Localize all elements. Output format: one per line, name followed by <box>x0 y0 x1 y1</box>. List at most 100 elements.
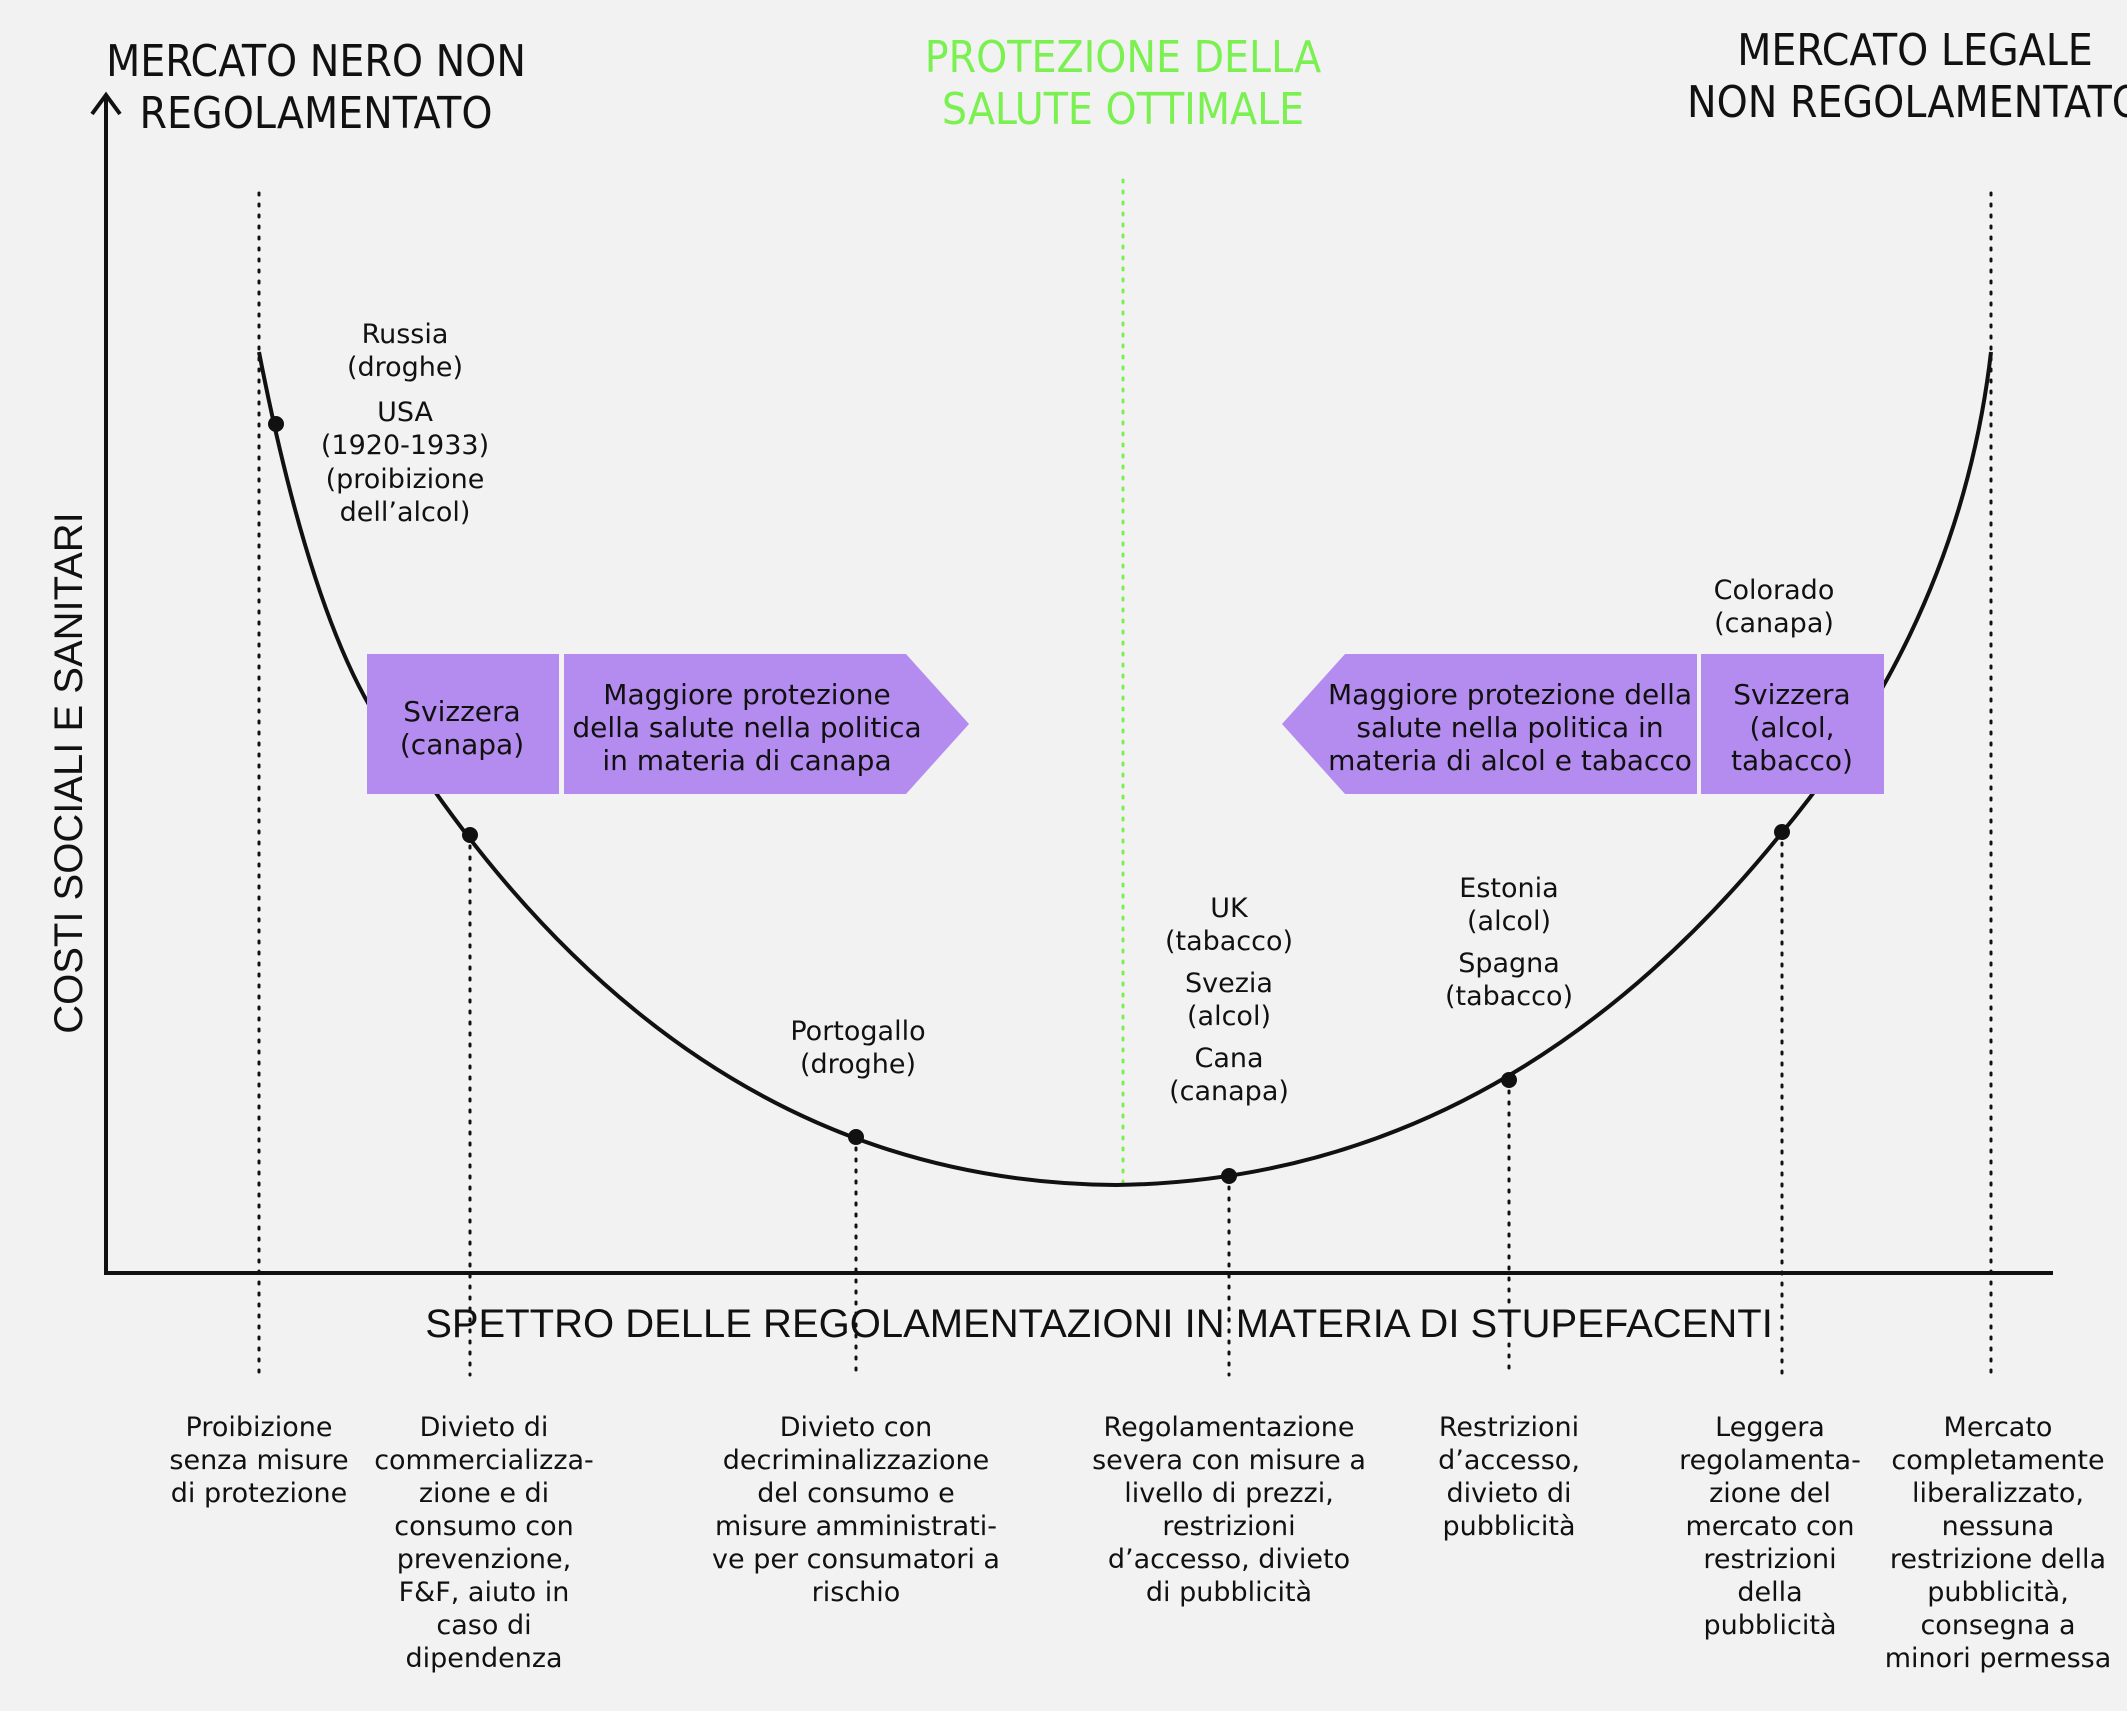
svg-text:zione e di: zione e di <box>419 1478 549 1509</box>
arrow-left-text-line-2: della salute nella politica <box>572 711 921 744</box>
policy-arrow-labels: Svizzera (canapa) Maggiore protezione de… <box>400 678 1853 777</box>
box-left-label-line-2: (canapa) <box>400 728 524 761</box>
label-russia: Russia <box>362 319 449 350</box>
label-portogallo: Portogallo <box>790 1016 925 1047</box>
label-cana-sub: (canapa) <box>1169 1076 1289 1107</box>
category-prohibition: Proibizione senza misure di protezione <box>169 1412 348 1509</box>
svg-text:dipendenza: dipendenza <box>405 1643 562 1674</box>
box-right-label-line-3: tabacco) <box>1731 744 1853 777</box>
svg-text:pubblicità: pubblicità <box>1703 1610 1836 1641</box>
svg-text:completamente: completamente <box>1891 1445 2104 1476</box>
svg-text:Divieto con: Divieto con <box>780 1412 933 1443</box>
label-spagna-sub: (tabacco) <box>1445 981 1573 1012</box>
label-usa: USA <box>377 397 433 428</box>
label-russia-sub: (droghe) <box>347 352 463 383</box>
svg-text:Mercato: Mercato <box>1944 1412 2053 1443</box>
svg-text:rischio: rischio <box>812 1577 901 1608</box>
point-estonia-spagna <box>1501 1072 1517 1088</box>
svg-text:Proibizione: Proibizione <box>186 1412 333 1443</box>
label-svezia: Svezia <box>1185 968 1273 999</box>
category-light-regulation: Leggera regolamenta- zione del mercato c… <box>1679 1412 1861 1641</box>
svg-text:commercializza-: commercializza- <box>374 1445 594 1476</box>
svg-text:consegna a: consegna a <box>1920 1610 2075 1641</box>
label-uk-sub: (tabacco) <box>1165 926 1293 957</box>
category-liberalized: Mercato completamente liberalizzato, nes… <box>1885 1412 2112 1674</box>
svg-text:F&F, aiuto in: F&F, aiuto in <box>399 1577 570 1608</box>
header-black-market-line-1: MERCATO NERO NON <box>106 36 526 87</box>
svg-text:pubblicità: pubblicità <box>1442 1511 1575 1542</box>
svg-text:d’accesso,: d’accesso, <box>1438 1445 1580 1476</box>
label-usa-prohibition: (proibizione <box>326 464 485 495</box>
box-right-label-line-1: Svizzera <box>1733 678 1850 711</box>
label-colorado: Colorado <box>1714 575 1835 606</box>
header-legal-market-line-2: NON REGOLAMENTATO <box>1687 77 2127 128</box>
svg-text:del consumo e: del consumo e <box>757 1478 955 1509</box>
arrow-left-text-line-3: in materia di canapa <box>602 744 891 777</box>
header-legal-market-line-1: MERCATO LEGALE <box>1737 25 2093 76</box>
label-colorado-sub: (canapa) <box>1714 608 1834 639</box>
svg-text:nessuna: nessuna <box>1942 1511 2055 1542</box>
svg-text:liberalizzato,: liberalizzato, <box>1912 1478 2084 1509</box>
header-black-market: MERCATO NERO NON REGOLAMENTATO <box>106 36 526 139</box>
header-optimal-health: PROTEZIONE DELLA SALUTE OTTIMALE <box>925 32 1321 135</box>
svg-text:zione del: zione del <box>1709 1478 1831 1509</box>
label-cana: Cana <box>1194 1043 1263 1074</box>
svg-text:regolamenta-: regolamenta- <box>1679 1445 1861 1476</box>
header-optimal-health-line-2: SALUTE OTTIMALE <box>942 84 1304 135</box>
label-portogallo-sub: (droghe) <box>800 1049 916 1080</box>
header-optimal-health-line-1: PROTEZIONE DELLA <box>925 32 1321 83</box>
svg-text:della: della <box>1737 1577 1802 1608</box>
arrow-right-text-line-3: materia di alcol e tabacco <box>1328 744 1692 777</box>
header-black-market-line-2: REGOLAMENTATO <box>140 88 493 139</box>
svg-text:severa con misure a: severa con misure a <box>1092 1445 1366 1476</box>
svg-text:Leggera: Leggera <box>1715 1412 1825 1443</box>
dotted-guides <box>257 191 1993 1377</box>
svg-text:livello di prezzi,: livello di prezzi, <box>1124 1478 1334 1509</box>
y-axis-label: COSTI SOCIALI E SANITARI <box>47 512 91 1034</box>
svg-text:divieto di: divieto di <box>1446 1478 1571 1509</box>
svg-text:consumo con: consumo con <box>394 1511 574 1542</box>
svg-text:mercato con: mercato con <box>1686 1511 1855 1542</box>
svg-text:misure amministrati-: misure amministrati- <box>715 1511 997 1542</box>
svg-text:Regolamentazione: Regolamentazione <box>1104 1412 1355 1443</box>
header-legal-market: MERCATO LEGALE NON REGOLAMENTATO <box>1687 25 2127 128</box>
svg-text:restrizione della: restrizione della <box>1890 1544 2106 1575</box>
category-decriminalization: Divieto con decriminalizzazione del cons… <box>712 1412 1000 1608</box>
label-uk: UK <box>1210 893 1249 924</box>
arrow-alcohol-tobacco-policy <box>1282 654 1697 794</box>
category-strict-regulation: Regolamentazione severa con misure a liv… <box>1092 1412 1366 1608</box>
label-estonia: Estonia <box>1459 873 1558 904</box>
point-svizzera-canapa <box>462 827 478 843</box>
category-descriptions: Proibizione senza misure di protezione D… <box>169 1412 2111 1674</box>
policy-arrows <box>367 654 1884 794</box>
box-left-label-line-1: Svizzera <box>403 695 520 728</box>
point-portogallo <box>848 1129 864 1145</box>
curve-points <box>268 416 1790 1184</box>
svg-text:Restrizioni: Restrizioni <box>1439 1412 1579 1443</box>
category-access-restrictions: Restrizioni d’accesso, divieto di pubbli… <box>1438 1412 1580 1542</box>
point-uk-svezia-cana <box>1221 1168 1237 1184</box>
point-russia-usa <box>268 416 284 432</box>
box-right-label-line-2: (alcol, <box>1749 711 1834 744</box>
label-svezia-sub: (alcol) <box>1187 1001 1271 1032</box>
x-axis-label: SPETTRO DELLE REGOLAMENTAZIONI IN MATERI… <box>425 1302 1773 1346</box>
svg-text:Divieto di: Divieto di <box>420 1412 549 1443</box>
arrow-cannabis-policy <box>564 654 969 794</box>
point-svizzera-alcol-colorado <box>1774 824 1790 840</box>
label-spagna: Spagna <box>1458 948 1560 979</box>
svg-text:ve per consumatori a: ve per consumatori a <box>712 1544 1000 1575</box>
svg-text:di protezione: di protezione <box>171 1478 348 1509</box>
arrow-left-text-line-1: Maggiore protezione <box>603 678 890 711</box>
label-estonia-sub: (alcol) <box>1467 906 1551 937</box>
svg-text:minori permessa: minori permessa <box>1885 1643 2112 1674</box>
svg-text:decriminalizzazione: decriminalizzazione <box>723 1445 989 1476</box>
svg-text:pubblicità,: pubblicità, <box>1927 1577 2069 1608</box>
svg-text:caso di: caso di <box>436 1610 531 1641</box>
arrow-right-text-line-2: salute nella politica in <box>1356 711 1663 744</box>
svg-text:d’accesso, divieto: d’accesso, divieto <box>1108 1544 1350 1575</box>
label-usa-years: (1920-1933) <box>321 430 489 461</box>
arrow-right-text-line-1: Maggiore protezione della <box>1328 678 1692 711</box>
y-axis-arrow-icon <box>90 91 122 116</box>
svg-text:restrizioni: restrizioni <box>1162 1511 1295 1542</box>
